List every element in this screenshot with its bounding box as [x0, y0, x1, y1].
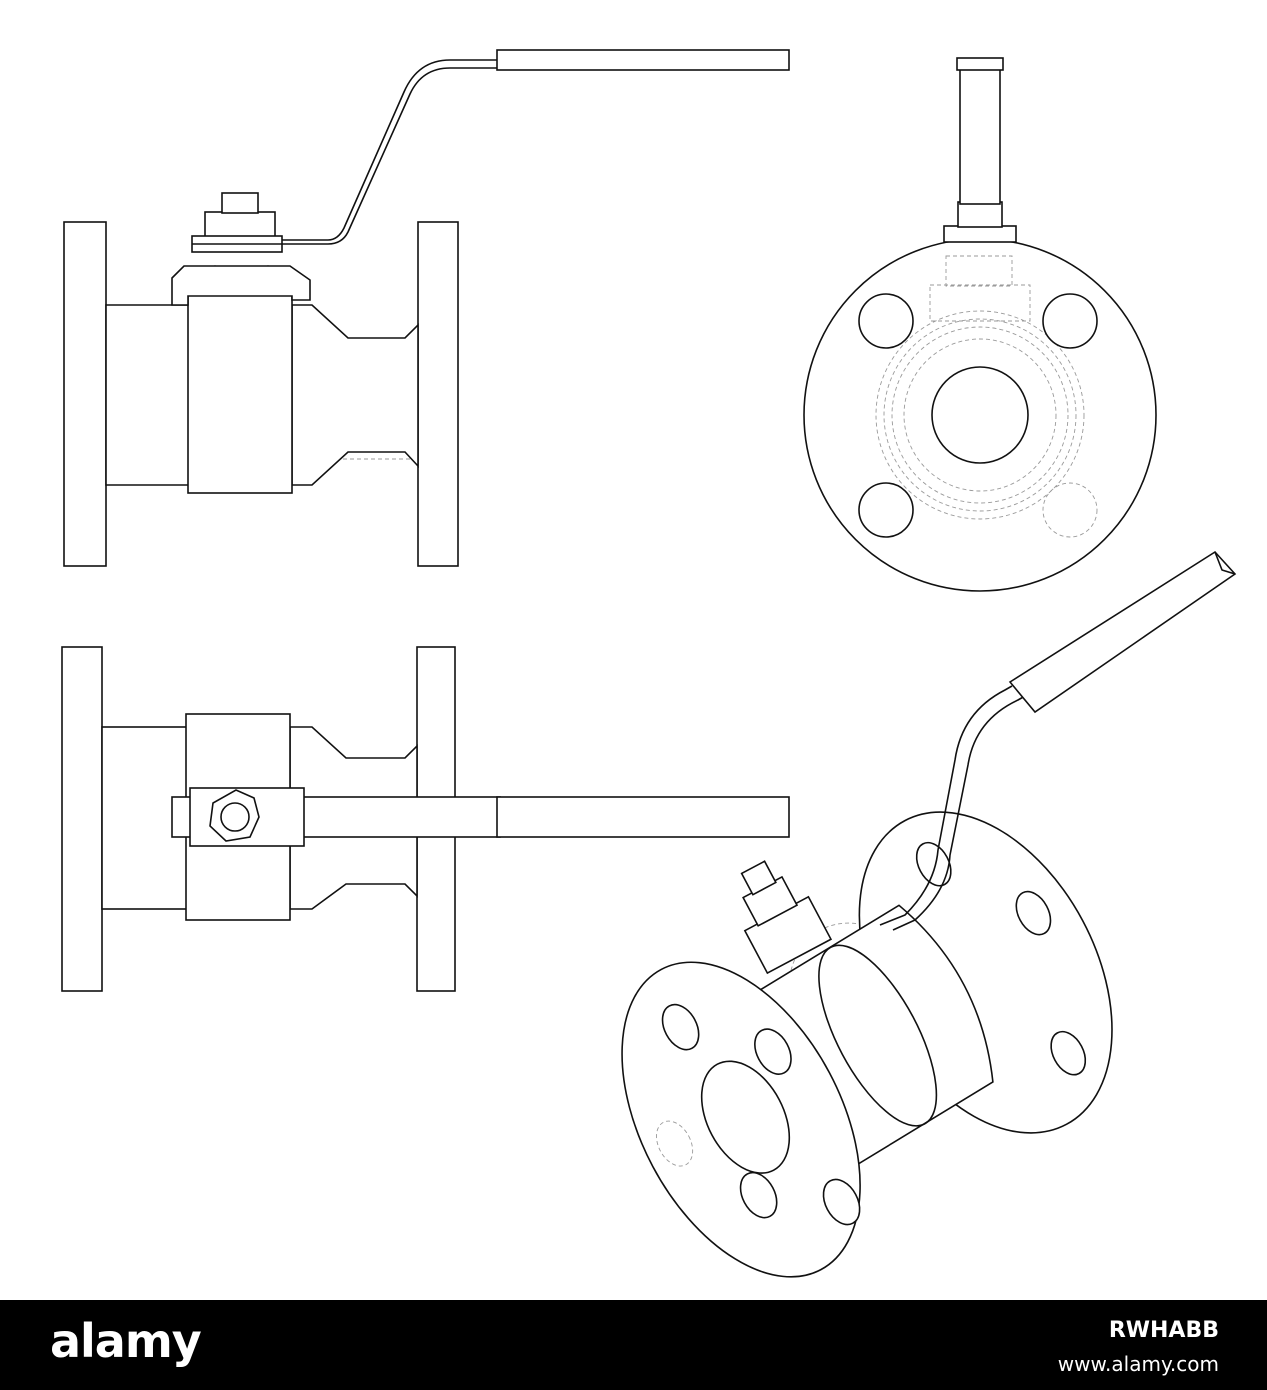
front-view-hidden-lines — [875, 255, 1098, 538]
iso-front-bolt-hole-3 — [739, 1171, 778, 1219]
front-bolt-hole-tr — [1042, 293, 1098, 349]
footer-bar: alamy RWHABB www.alamy.com — [0, 1300, 1267, 1390]
iso-lever-arm — [879, 685, 1026, 931]
top-lever-grip — [496, 796, 790, 838]
iso-stem-cap — [740, 860, 777, 896]
iso-rear-bolt-hole-2 — [1015, 890, 1052, 936]
side-lever-arm — [192, 59, 500, 245]
front-lever-cap — [956, 57, 1004, 71]
footer-url[interactable]: www.alamy.com — [1057, 1352, 1219, 1376]
front-bolt-hole-bl — [858, 482, 914, 538]
side-view — [63, 49, 790, 567]
side-stem-top — [221, 192, 259, 214]
side-right-flange — [417, 221, 459, 567]
side-stem-nut — [204, 211, 276, 239]
front-lever — [959, 63, 1001, 205]
front-bolt-hole-tl — [858, 293, 914, 349]
iso-body-ring — [818, 944, 938, 1127]
iso-lever — [879, 550, 1237, 931]
valve-drawing — [61, 49, 1237, 1278]
iso-front-bolt-hole-2 — [754, 1028, 792, 1075]
front-bore — [931, 366, 1029, 464]
iso-rear-bolt-hole-3 — [1050, 1030, 1087, 1076]
alamy-logo[interactable]: alamy — [50, 1314, 202, 1368]
side-left-body — [105, 304, 191, 486]
iso-front-bore — [700, 1060, 791, 1174]
front-lever-collar — [957, 201, 1003, 228]
side-bonnet — [171, 265, 311, 306]
iso-rear-bolt-hole-1 — [915, 841, 952, 887]
top-view — [61, 646, 790, 992]
top-stem-circle — [220, 802, 250, 832]
iso-front-bolt-hole-1 — [661, 1003, 700, 1051]
side-left-flange — [63, 221, 107, 567]
iso-front-bolt-hole-4 — [822, 1178, 861, 1226]
iso-front-hidden-hole — [656, 1120, 694, 1167]
side-right-body — [291, 304, 419, 486]
image-code: RWHABB — [1108, 1318, 1219, 1343]
iso-lever-grip-end — [1214, 551, 1236, 575]
front-stem-base — [943, 225, 1017, 243]
top-left-flange — [61, 646, 103, 992]
side-center-body — [187, 294, 293, 494]
front-view — [803, 57, 1157, 592]
side-lever-grip — [496, 49, 790, 71]
